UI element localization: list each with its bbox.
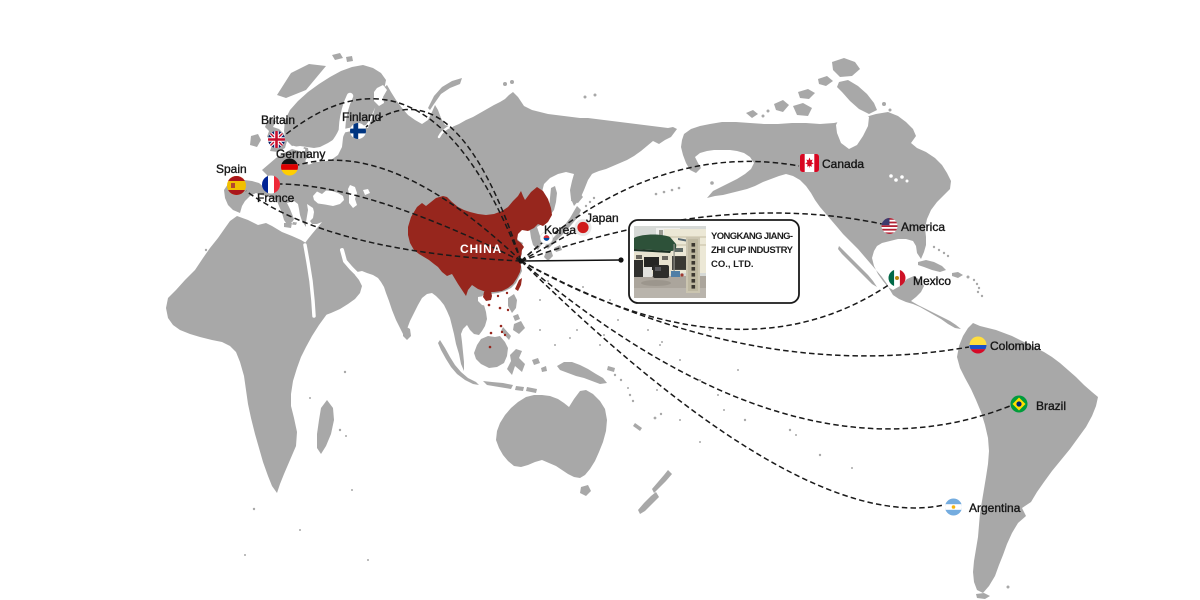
svg-text:Korea: Korea [544,223,576,237]
svg-text:Finland: Finland [342,110,381,124]
svg-text:CHINA: CHINA [460,242,502,256]
svg-text:Canada: Canada [822,157,864,171]
svg-text:America: America [901,220,945,234]
svg-text:Japan: Japan [586,211,619,225]
svg-text:Colombia: Colombia [990,339,1041,353]
svg-text:Argentina: Argentina [969,501,1021,515]
svg-text:ZHI CUP INDUSTRY: ZHI CUP INDUSTRY [711,245,794,256]
svg-text:Britain: Britain [261,113,295,127]
svg-text:Mexico: Mexico [913,274,951,288]
svg-text:YONGKANG JIANG-: YONGKANG JIANG- [711,231,793,242]
svg-text:Brazil: Brazil [1036,399,1066,413]
svg-text:Germany: Germany [276,147,325,161]
svg-text:France: France [257,191,295,205]
svg-text:Spain: Spain [216,162,247,176]
svg-text:CO., LTD.: CO., LTD. [711,259,754,270]
